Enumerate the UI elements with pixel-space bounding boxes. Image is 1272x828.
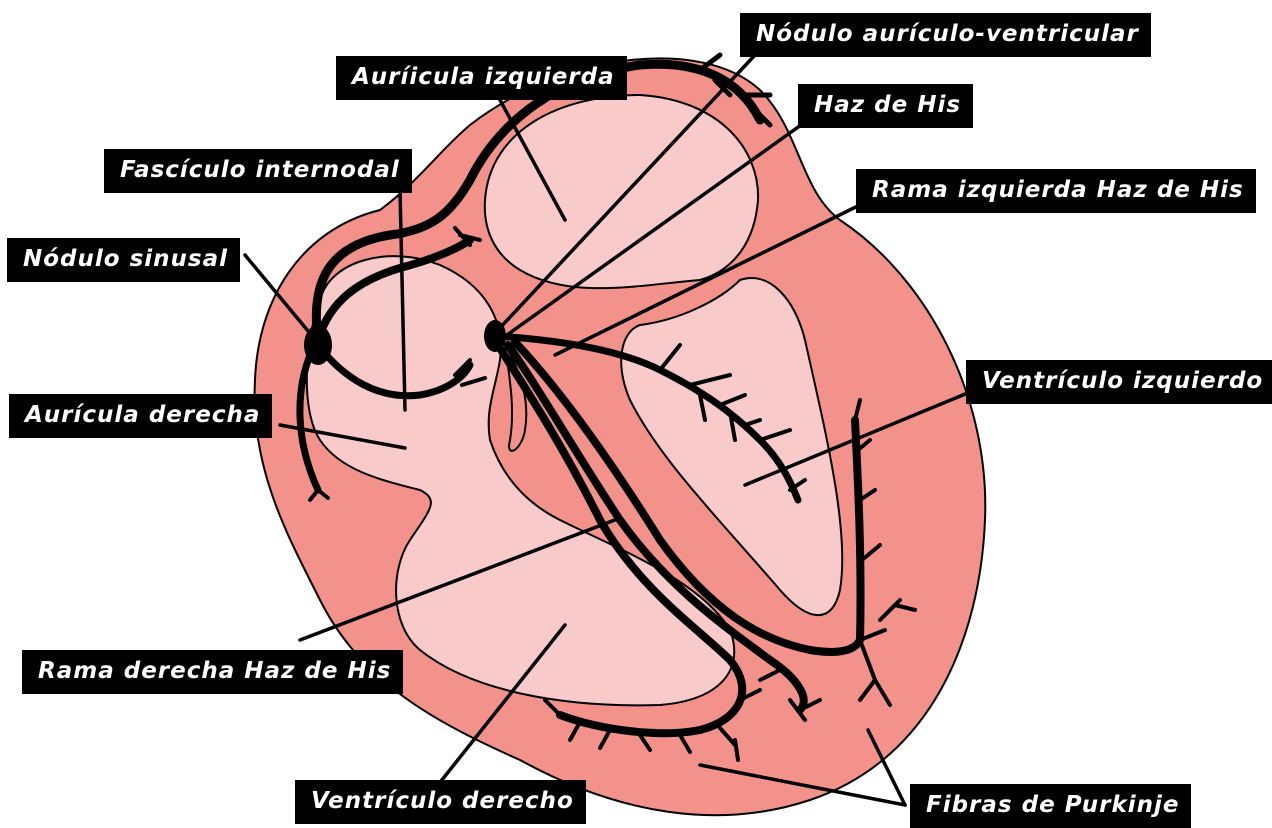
label-his-bundle: Haz de His: [798, 84, 973, 128]
label-internodal-bundle: Fascículo internodal: [104, 149, 412, 193]
label-purkinje-fibers: Fibras de Purkinje: [910, 784, 1191, 828]
label-left-atrium: Auríicula izquierda: [336, 56, 627, 100]
label-sinus-node: Nódulo sinusal: [7, 238, 240, 282]
label-left-bundle-branch: Rama izquierda Haz de His: [856, 169, 1256, 213]
label-right-atrium: Aurícula derecha: [9, 394, 272, 438]
label-av-node: Nódulo aurículo-ventricular: [740, 13, 1151, 57]
label-right-ventricle: Ventrículo derecho: [295, 780, 586, 824]
label-left-ventricle: Ventrículo izquierdo: [966, 360, 1272, 404]
label-right-bundle-branch: Rama derecha Haz de His: [22, 650, 403, 694]
